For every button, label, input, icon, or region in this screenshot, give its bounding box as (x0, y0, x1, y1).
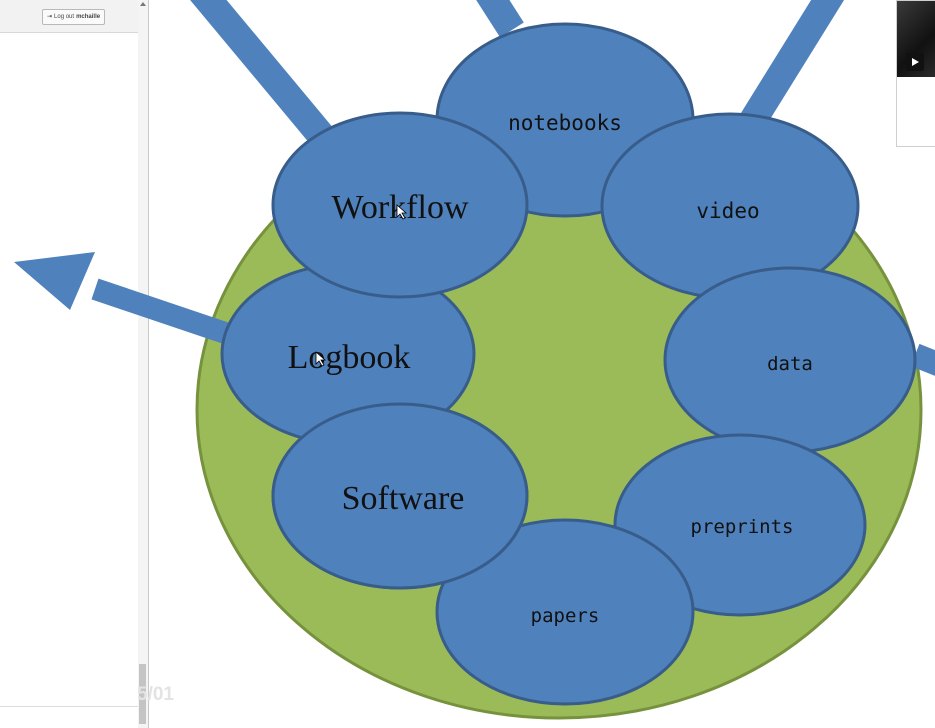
cursor-icon (315, 351, 327, 367)
arrow-notebooks (476, 0, 524, 38)
video-thumbnail[interactable] (896, 0, 935, 147)
divider (0, 706, 138, 707)
cursor-icon (396, 204, 408, 220)
logout-label: Log out (54, 14, 75, 20)
username: mchaille (76, 14, 101, 20)
left-toolbar: ⇥ Log out mchaille (0, 0, 140, 33)
arrow-data (910, 343, 935, 376)
arrow-video (738, 0, 845, 133)
left-browser-panel: ⇥ Log out mchaille (0, 0, 149, 728)
logout-button[interactable]: ⇥ Log out mchaille (42, 9, 106, 25)
scroll-up-arrow-icon[interactable] (140, 2, 146, 6)
play-icon[interactable] (906, 53, 924, 71)
node-label: papers (531, 605, 600, 627)
node-label: data (767, 353, 813, 375)
node-label: notebooks (508, 111, 622, 135)
arrow-logbook-head (14, 252, 95, 310)
scrollbar[interactable] (138, 0, 148, 728)
logout-icon: ⇥ (47, 14, 53, 20)
node-data: data (663, 266, 917, 454)
node-video: video (600, 112, 860, 300)
node-software-overlay: Software (271, 402, 529, 590)
node-label: preprints (691, 516, 794, 538)
node-label: Logbook (288, 339, 411, 376)
node-label: video (696, 199, 759, 223)
arrow-workflow (190, 0, 336, 149)
arrow-logbook (91, 278, 244, 349)
scroll-thumb[interactable] (139, 664, 146, 724)
node-label-overlay: Software (342, 480, 465, 517)
page-number: 5/01 (137, 684, 174, 705)
node-papers: papers (435, 518, 695, 706)
node-workflow: Workflow (271, 111, 529, 299)
